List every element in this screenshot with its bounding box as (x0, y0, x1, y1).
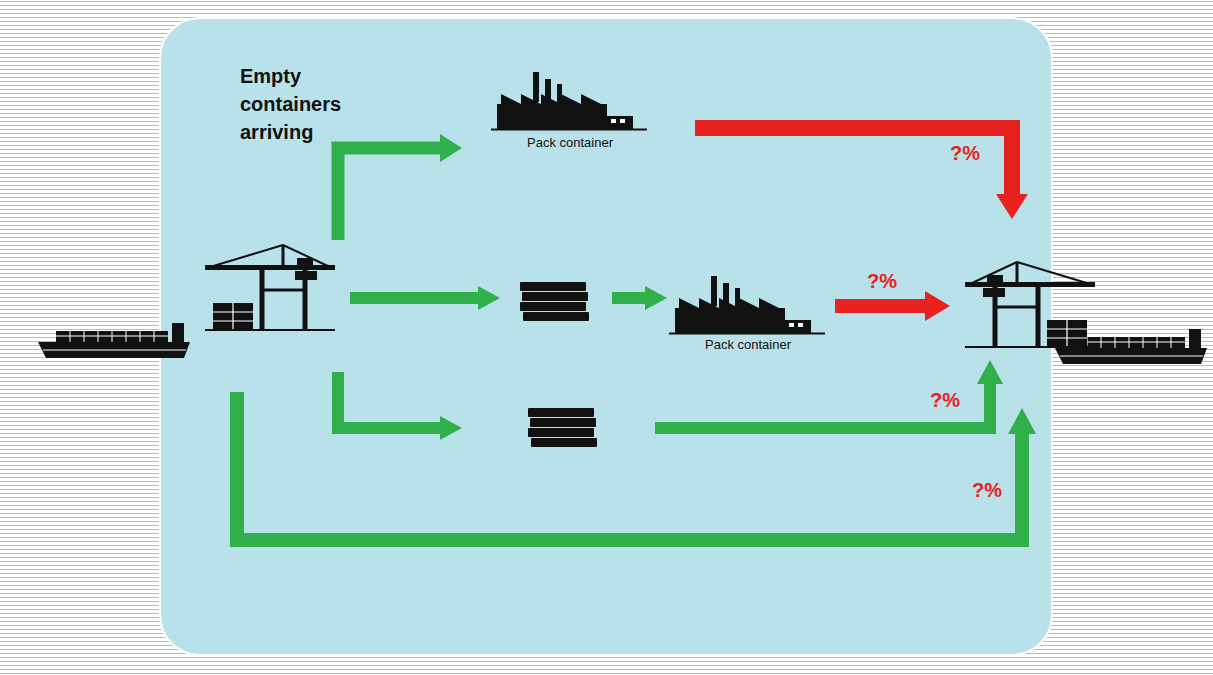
arrow-head (925, 291, 950, 321)
green-arrow (338, 372, 442, 428)
green-arrow (612, 292, 647, 304)
red-arrow (835, 299, 927, 313)
arrow-head (440, 416, 462, 440)
green-arrow (338, 148, 442, 240)
factory-icon (669, 276, 825, 334)
arrow-head (440, 134, 462, 162)
node-label: Pack container (705, 337, 791, 352)
factory-node: Pack container (493, 70, 647, 150)
arrow-head (996, 194, 1028, 219)
share-label: ?% (930, 388, 960, 412)
port-region: Empty containers arrivingPack containerP… (160, 18, 1052, 655)
crane-icon (965, 262, 1095, 347)
arrow-head (645, 286, 667, 310)
red-arrow (695, 128, 1012, 196)
green-arrow (655, 382, 990, 428)
container-stack (520, 282, 589, 321)
factory-icon (491, 72, 647, 130)
share-label: ?% (867, 269, 897, 293)
arrow-head (1008, 408, 1036, 434)
port-panel (160, 18, 1052, 655)
arrow-head (478, 286, 500, 310)
green-arrow (350, 292, 480, 304)
node-label: Pack container (527, 135, 613, 150)
crane-icon (205, 245, 335, 330)
green-arrow (237, 392, 1022, 540)
share-label: ?% (972, 478, 1002, 502)
container-stack (528, 408, 597, 447)
factory-node: Pack container (670, 278, 826, 352)
arrow-head (977, 360, 1003, 384)
region-title: Empty containers arriving (240, 62, 360, 146)
ship-icon (38, 323, 190, 358)
share-label: ?% (950, 141, 980, 165)
